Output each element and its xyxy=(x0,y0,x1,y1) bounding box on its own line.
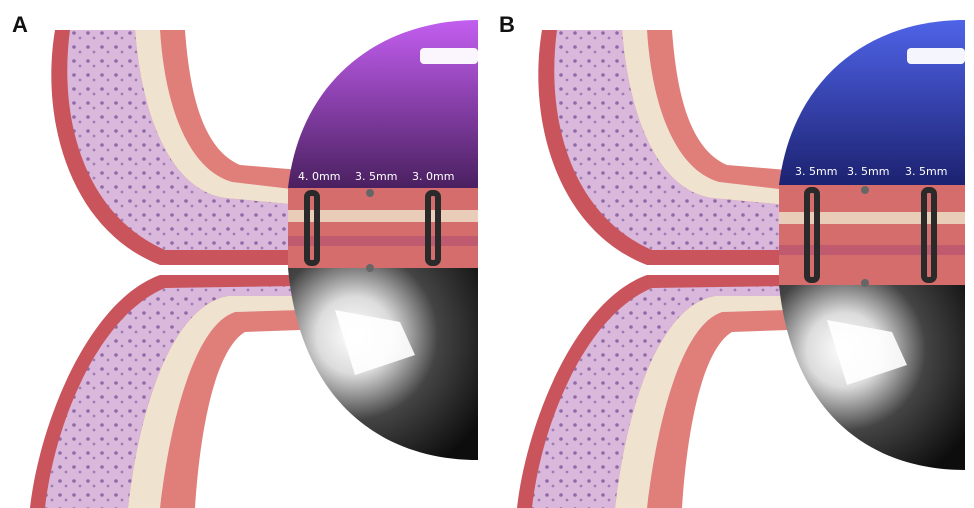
stapling-diagram-b: 3. 5mm 3. 5mm 3. 5mm xyxy=(487,0,974,508)
staple-label-1: 4. 0mm xyxy=(298,170,340,183)
panel-letter: B xyxy=(499,12,515,38)
anvil-hemisphere-icon xyxy=(288,20,478,188)
staple-label-1: 3. 5mm xyxy=(795,165,837,178)
staple-label-3: 3. 5mm xyxy=(905,165,947,178)
staple-marker xyxy=(861,186,869,194)
panel-b: 3. 5mm 3. 5mm 3. 5mm B xyxy=(487,0,974,508)
staple-label-2: 3. 5mm xyxy=(355,170,397,183)
upper-bowel-wall xyxy=(51,30,300,265)
staple-label-3: 3. 0mm xyxy=(412,170,454,183)
stapler-cartridge-hemisphere-icon xyxy=(288,268,478,460)
anvil-hemisphere-icon xyxy=(779,20,965,185)
stapler-cartridge-hemisphere-icon xyxy=(779,285,965,470)
stapling-diagram-a: 4. 0mm 3. 5mm 3. 0mm xyxy=(0,0,487,508)
upper-bowel-wall xyxy=(538,30,787,265)
staple-label-2: 3. 5mm xyxy=(847,165,889,178)
panel-letter: A xyxy=(12,12,28,38)
panel-a: 4. 0mm 3. 5mm 3. 0mm A xyxy=(0,0,487,508)
lower-bowel-wall xyxy=(517,275,787,508)
staple-marker xyxy=(366,189,374,197)
lower-bowel-wall xyxy=(30,275,300,508)
